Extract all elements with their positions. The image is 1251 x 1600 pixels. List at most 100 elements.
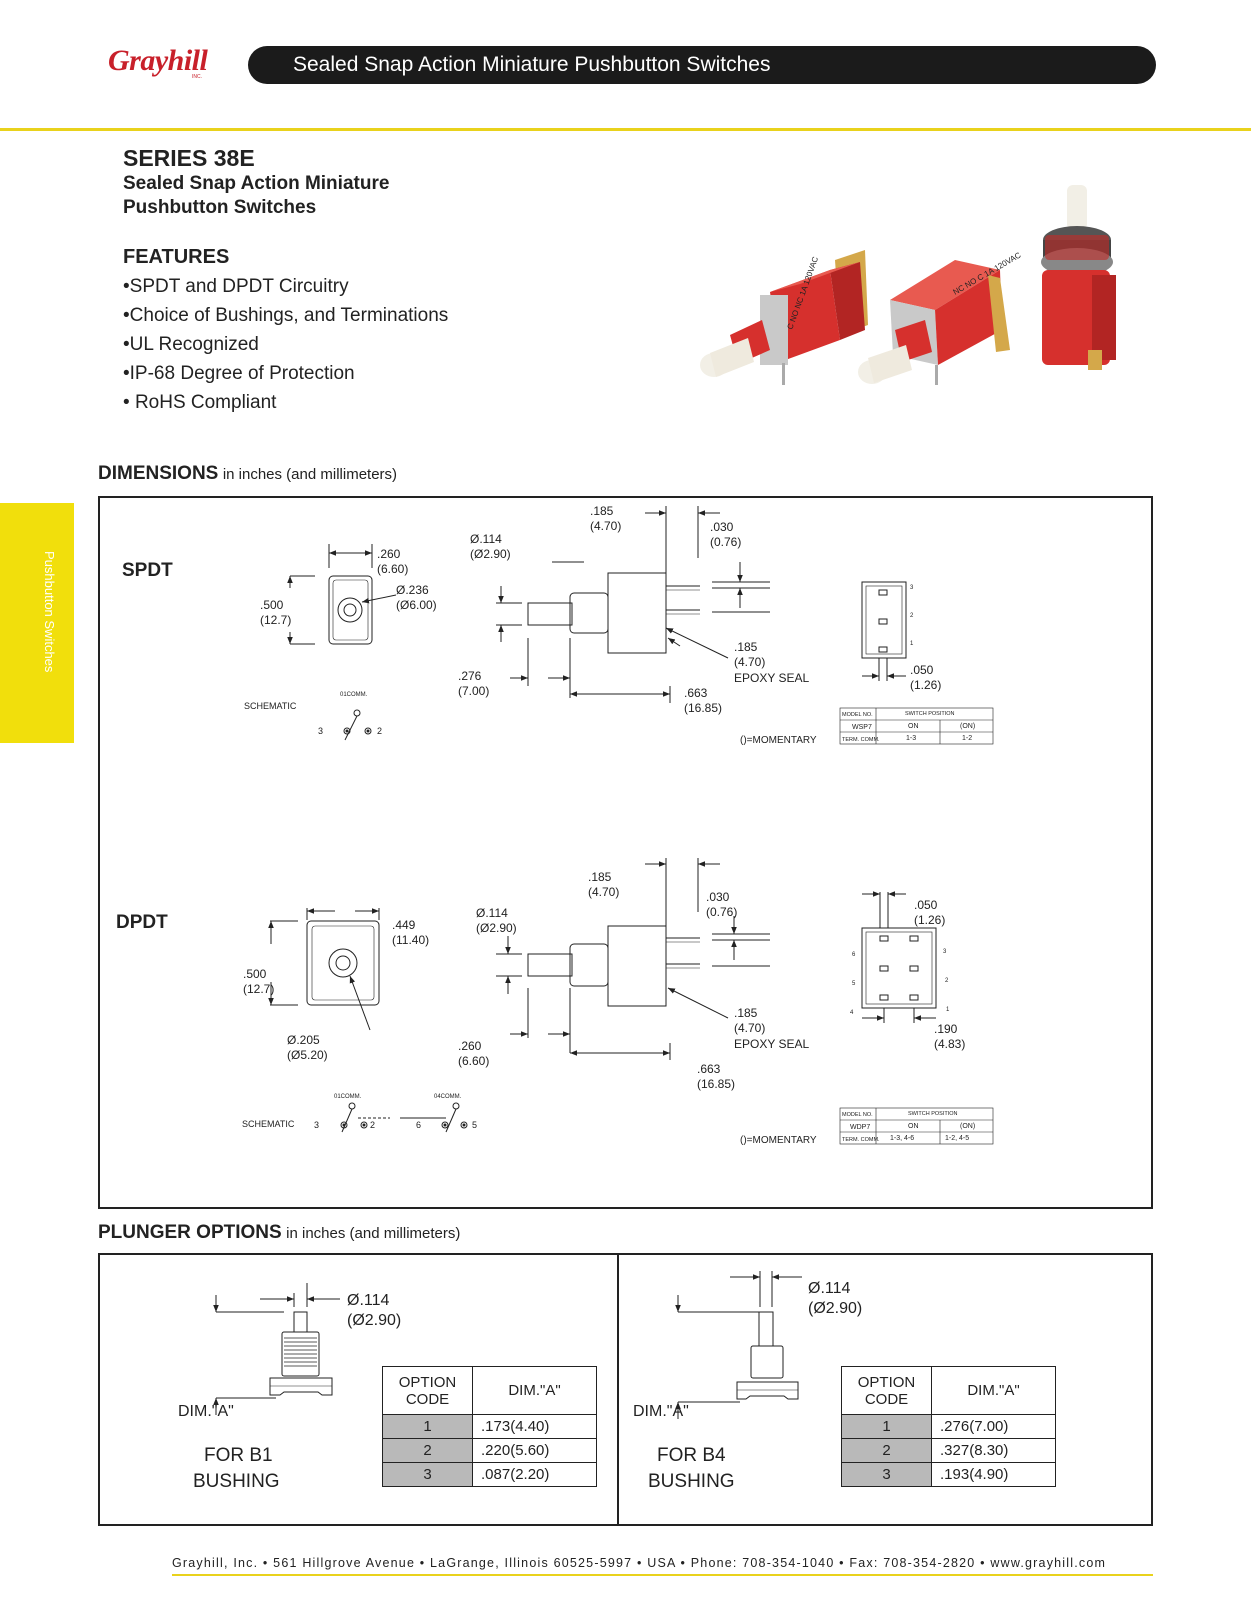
- svg-text:.030: .030: [710, 520, 734, 534]
- feature-item: •IP-68 Degree of Protection: [123, 363, 355, 384]
- footer-rule: [172, 1574, 1153, 1576]
- plunger-units: in inches (and millimeters): [286, 1225, 461, 1242]
- svg-text:(Ø6.00): (Ø6.00): [396, 598, 437, 612]
- brand-name: Grayhill: [108, 44, 208, 77]
- grayhill-logo: Grayhill INC.: [108, 44, 234, 84]
- series-title: SERIES 38E: [123, 145, 255, 171]
- svg-text:1-2: 1-2: [962, 735, 972, 742]
- table-row: 3 .193(4.90): [841, 1462, 1056, 1487]
- features-list: •SPDT and DPDT Circuitry •Choice of Bush…: [123, 272, 448, 417]
- spdt-schematic-label: SCHEMATIC: [244, 701, 297, 711]
- spdt-label: SPDT: [122, 560, 173, 581]
- svg-text:(16.85): (16.85): [697, 1077, 735, 1091]
- svg-text:(12.7): (12.7): [243, 982, 274, 996]
- svg-text:(4.70): (4.70): [734, 655, 765, 669]
- svg-text:EPOXY SEAL: EPOXY SEAL: [734, 671, 809, 685]
- plunger-header: PLUNGER OPTIONS in inches (and millimete…: [98, 1222, 460, 1244]
- dpdt-label: DPDT: [116, 912, 168, 933]
- dimensions-header: DIMENSIONS in inches (and millimeters): [98, 463, 397, 485]
- spdt-pin: 2: [377, 726, 382, 736]
- svg-text:1-3, 4-6: 1-3, 4-6: [890, 1135, 914, 1142]
- svg-text:(Ø2.90): (Ø2.90): [808, 1300, 862, 1317]
- table-row: 1 .276(7.00): [841, 1414, 1056, 1439]
- dimensions-panel: SPDT .260 (6.60) Ø.236 (Ø6.00) .500 (12.…: [98, 496, 1153, 1209]
- footer-contact: Grayhill, Inc. • 561 Hillgrove Avenue • …: [172, 1556, 1107, 1570]
- switch-photo-right-angle: C NO NC 1A 120VAC: [700, 250, 868, 385]
- svg-text:WDP7: WDP7: [850, 1124, 870, 1131]
- svg-text:5: 5: [852, 981, 856, 987]
- svg-text:1: 1: [910, 641, 914, 647]
- svg-text:MODEL NO.: MODEL NO.: [842, 712, 873, 718]
- svg-text:.030: .030: [706, 890, 730, 904]
- svg-text:(Ø2.90): (Ø2.90): [470, 547, 511, 561]
- dpdt-comm-2: 04COMM.: [434, 1094, 462, 1100]
- svg-text:ON: ON: [908, 1123, 919, 1130]
- svg-text:MODEL NO.: MODEL NO.: [842, 1112, 873, 1118]
- svg-text:SWITCH POSITION: SWITCH POSITION: [905, 711, 955, 717]
- svg-text:.260: .260: [458, 1039, 482, 1053]
- svg-text:Ø.236: Ø.236: [396, 583, 429, 597]
- table-row: 2 .220(5.60): [382, 1438, 597, 1463]
- spdt-terminal-pins: 3 2 1: [910, 585, 914, 647]
- svg-text:(Ø5.20): (Ø5.20): [287, 1048, 328, 1062]
- svg-text:TERM. COMM.: TERM. COMM.: [842, 1137, 880, 1143]
- svg-text:.185: .185: [734, 1006, 758, 1020]
- svg-text:.663: .663: [697, 1062, 721, 1076]
- side-tab: Pushbutton Switches: [0, 503, 74, 743]
- svg-text:Ø.114: Ø.114: [476, 906, 508, 920]
- svg-text:(6.60): (6.60): [377, 562, 408, 576]
- page-title-bar: Sealed Snap Action Miniature Pushbutton …: [248, 46, 1156, 84]
- plunger-b1-labels: Ø.114 (Ø2.90) DIM."A" FOR B1 BUSHING: [178, 1292, 401, 1492]
- dim-a-header: DIM."A": [931, 1366, 1056, 1415]
- svg-text:1: 1: [946, 1007, 950, 1013]
- svg-text:ON: ON: [908, 723, 919, 730]
- svg-text:6: 6: [852, 952, 856, 958]
- plunger-title: PLUNGER OPTIONS: [98, 1222, 282, 1243]
- dpdt-pin: 3: [314, 1120, 319, 1130]
- dpdt-dimension-labels: .449 (11.40) .500 (12.7) Ø.205 (Ø5.20) Ø…: [243, 870, 965, 1091]
- svg-text:SWITCH POSITION: SWITCH POSITION: [908, 1111, 958, 1117]
- svg-text:(0.76): (0.76): [706, 905, 737, 919]
- dpdt-pin: 5: [472, 1120, 477, 1130]
- series-subtitle-1: Sealed Snap Action Miniature: [123, 173, 390, 194]
- svg-text:.500: .500: [243, 967, 267, 981]
- svg-text:(11.40): (11.40): [392, 933, 429, 947]
- svg-text:BUSHING: BUSHING: [648, 1471, 735, 1492]
- svg-text:(7.00): (7.00): [458, 684, 489, 698]
- feature-item: •Choice of Bushings, and Terminations: [123, 305, 449, 326]
- feature-item: • RoHS Compliant: [123, 392, 277, 413]
- table-row: 3 .087(2.20): [382, 1462, 597, 1487]
- dimensions-units: in inches (and millimeters): [222, 466, 398, 483]
- svg-text:2: 2: [910, 613, 914, 619]
- dimensions-title: DIMENSIONS: [98, 463, 219, 484]
- dpdt-comm-1: 01COMM.: [334, 1094, 362, 1100]
- svg-text:FOR B1: FOR B1: [204, 1445, 273, 1466]
- svg-text:Ø.114: Ø.114: [808, 1280, 851, 1297]
- svg-text:(0.76): (0.76): [710, 535, 741, 549]
- feature-item: •UL Recognized: [123, 334, 259, 355]
- svg-text:3: 3: [910, 585, 914, 591]
- series-subtitle-2: Pushbutton Switches: [123, 197, 317, 218]
- dpdt-schematic-label: SCHEMATIC: [242, 1119, 295, 1129]
- switch-photo-panel-mount: [1041, 185, 1116, 370]
- svg-text:DIM."A": DIM."A": [178, 1403, 234, 1420]
- svg-text:2: 2: [945, 978, 949, 984]
- spdt-pin: 3: [318, 726, 323, 736]
- svg-text:TERM. COMM.: TERM. COMM.: [842, 737, 880, 743]
- svg-text:4: 4: [850, 1010, 854, 1016]
- svg-text:(Ø2.90): (Ø2.90): [476, 921, 517, 935]
- plunger-panel: Ø.114 (Ø2.90) DIM."A" FOR B1 BUSHING Ø.1…: [98, 1253, 1153, 1526]
- svg-text:.050: .050: [910, 663, 934, 677]
- svg-text:Ø.205: Ø.205: [287, 1033, 320, 1047]
- svg-text:(4.70): (4.70): [590, 519, 621, 533]
- plunger-drawing: Ø.114 (Ø2.90) DIM."A" FOR B1 BUSHING Ø.1…: [178, 1271, 862, 1492]
- svg-text:.185: .185: [588, 870, 612, 884]
- table-row: 2 .327(8.30): [841, 1438, 1056, 1463]
- spdt-dimension-labels: .260 (6.60) Ø.236 (Ø6.00) .500 (12.7) Ø.…: [260, 504, 941, 715]
- svg-text:(ON): (ON): [960, 723, 975, 730]
- spdt-momentary-note: ()=MOMENTARY: [740, 735, 817, 746]
- dpdt-switch-table: MODEL NO. SWITCH POSITION WDP7 ON (ON) T…: [842, 1111, 975, 1143]
- svg-text:3: 3: [943, 949, 947, 955]
